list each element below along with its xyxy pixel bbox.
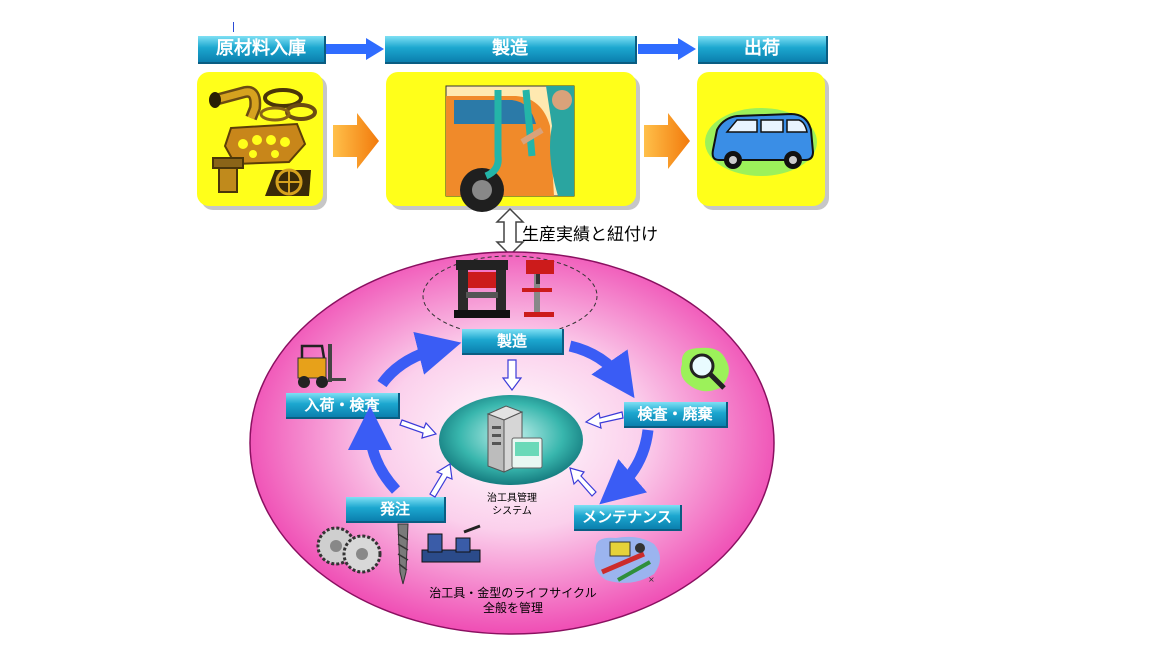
stage-header-manufacture: 製造 (385, 36, 637, 64)
raw-materials-illustration (209, 85, 317, 196)
link-label: 生産実績と紐付け (522, 225, 658, 245)
drill-bit-icon (397, 523, 409, 585)
flow-start-tick (233, 22, 234, 32)
drill-press-icon (522, 260, 554, 317)
stage-header-shipping: 出荷 (698, 36, 828, 64)
block-arrow-1 (333, 113, 379, 169)
maintenance-tools-icon: × (594, 536, 660, 584)
lifecycle-caption-line2: 全般を管理 (482, 601, 543, 615)
center-label-line1: 治工具管理 (487, 493, 537, 504)
node-order: 発注 (346, 497, 446, 523)
saw-blades-icon (316, 526, 382, 574)
vise-icon (421, 524, 481, 563)
flow-arrow-2 (638, 38, 696, 60)
node-maintenance: メンテナンス (574, 505, 682, 531)
node-manufacture: 製造 (462, 329, 564, 355)
machines-dashed-outline (422, 255, 598, 337)
lifecycle-caption-line1: 治工具・金型のライフサイクル (429, 586, 597, 600)
press-machine-icon (454, 260, 510, 318)
lifecycle-caption: 治工具・金型のライフサイクル 全般を管理 (404, 586, 622, 616)
van-illustration (705, 108, 817, 176)
center-system-label: 治工具管理 システム (466, 492, 558, 518)
svg-text:×: × (648, 575, 655, 584)
center-label-line2: システム (492, 506, 532, 517)
flow-arrow-1 (326, 38, 384, 60)
magnifier-icon (680, 347, 729, 392)
forklift-icon (297, 344, 346, 388)
block-arrow-2 (644, 113, 690, 169)
server-icon (486, 405, 543, 473)
factory-worker-illustration (445, 85, 575, 212)
stage-box-shipping (697, 72, 825, 206)
stage-box-manufacture (386, 72, 636, 212)
stage-header-raw-material: 原材料入庫 (198, 36, 326, 64)
stage-box-raw-material (197, 72, 323, 206)
node-inspection-disposal: 検査・廃棄 (624, 402, 728, 428)
